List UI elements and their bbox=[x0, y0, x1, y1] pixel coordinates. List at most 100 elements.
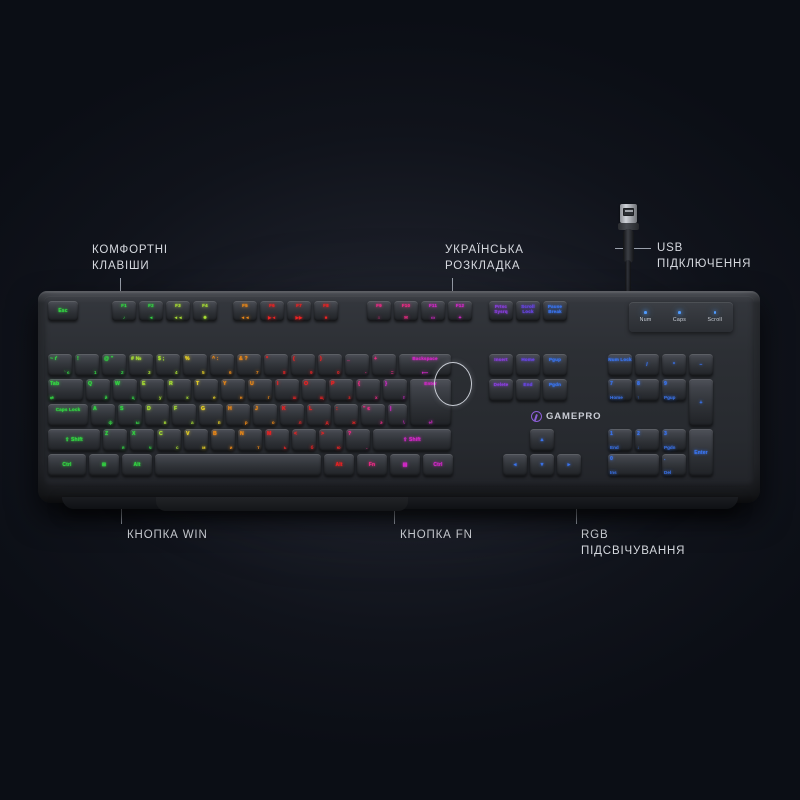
key-8[interactable]: 8↑ bbox=[632, 376, 662, 405]
key-tab[interactable]: Tab⇄ bbox=[45, 376, 86, 405]
key-f8[interactable]: F8■ bbox=[311, 298, 341, 325]
key-[interactable]: + bbox=[686, 376, 716, 430]
key-fn[interactable]: Fn bbox=[354, 451, 390, 480]
key-[interactable]: ► bbox=[554, 451, 584, 480]
key-[interactable]: }ї bbox=[380, 376, 410, 405]
key-f4[interactable]: F4✹ bbox=[190, 298, 220, 325]
key-num-lock[interactable]: Num Lock bbox=[605, 351, 635, 380]
key-[interactable]: :ж bbox=[331, 401, 361, 430]
key-prtsc-sysrq[interactable]: Prtsc Sysrq bbox=[486, 298, 516, 325]
key-caps-lock[interactable]: Caps Lock bbox=[45, 401, 91, 430]
key-alt[interactable]: Alt bbox=[321, 451, 357, 480]
key-pgdn[interactable]: Pgdn bbox=[540, 376, 570, 405]
key-scroll-lock[interactable]: Scroll Lock bbox=[513, 298, 543, 325]
key-[interactable]: !1 bbox=[72, 351, 102, 380]
key--[interactable]: @ "2 bbox=[99, 351, 129, 380]
key-[interactable]: ▲ bbox=[527, 426, 557, 455]
key-home[interactable]: Home bbox=[513, 351, 543, 380]
key-[interactable]: |\ bbox=[385, 401, 410, 430]
key--[interactable]: ^ :6 bbox=[207, 351, 237, 380]
key-insert[interactable]: Insert bbox=[486, 351, 516, 380]
key-f3[interactable]: F3◄◄ bbox=[163, 298, 193, 325]
key-ctrl[interactable]: Ctrl bbox=[420, 451, 456, 480]
key-f12[interactable]: F12✦ bbox=[445, 298, 475, 325]
key--shift[interactable]: ⇧ Shift bbox=[370, 426, 454, 455]
key-delete[interactable]: Delete bbox=[486, 376, 516, 405]
key-[interactable]: ◄ bbox=[500, 451, 530, 480]
key-f11[interactable]: F11▭ bbox=[418, 298, 448, 325]
key-[interactable]: {х bbox=[353, 376, 383, 405]
key-f6[interactable]: F6▶◄ bbox=[257, 298, 287, 325]
key-f10[interactable]: F10✉ bbox=[391, 298, 421, 325]
key-[interactable]: (9 bbox=[288, 351, 318, 380]
key-f2[interactable]: F2◄ bbox=[136, 298, 166, 325]
key-alt[interactable]: Alt bbox=[119, 451, 155, 480]
menu-icon[interactable]: ▤ bbox=[387, 451, 423, 480]
key-[interactable]: >ю bbox=[316, 426, 346, 455]
windows-icon[interactable]: ⊞ bbox=[86, 451, 122, 480]
key-enter[interactable]: Enter bbox=[686, 426, 716, 480]
key--ґ[interactable]: ~ ґ` є bbox=[45, 351, 75, 380]
key-space[interactable] bbox=[152, 451, 324, 480]
key-[interactable]: += bbox=[369, 351, 399, 380]
key-[interactable]: – bbox=[686, 351, 716, 380]
key-[interactable]: ?. bbox=[343, 426, 373, 455]
key-[interactable]: <б bbox=[289, 426, 319, 455]
key-_[interactable]: _- bbox=[342, 351, 372, 380]
key-ctrl[interactable]: Ctrl bbox=[45, 451, 89, 480]
key-[interactable]: .Del bbox=[659, 451, 689, 480]
key-esc[interactable]: Esc bbox=[45, 298, 81, 325]
key-f1[interactable]: F1♪ bbox=[109, 298, 139, 325]
key-pgup[interactable]: Pgup bbox=[540, 351, 570, 380]
key-pause-break[interactable]: Pause Break bbox=[540, 298, 570, 325]
key-[interactable]: / bbox=[632, 351, 662, 380]
key-[interactable]: * bbox=[659, 351, 689, 380]
key-f5[interactable]: F5◄◄ bbox=[230, 298, 260, 325]
key-[interactable]: ▼ bbox=[527, 451, 557, 480]
key-end[interactable]: End bbox=[513, 376, 543, 405]
key--[interactable]: & ?7 bbox=[234, 351, 264, 380]
keycap-surface bbox=[280, 404, 304, 426]
key-[interactable]: %5 bbox=[180, 351, 210, 380]
key--shift[interactable]: ⇧ Shift bbox=[45, 426, 103, 455]
key-2[interactable]: 2↓ bbox=[632, 426, 662, 455]
key--[interactable]: $ ;4 bbox=[153, 351, 183, 380]
key-[interactable]: )0 bbox=[315, 351, 345, 380]
key-f9[interactable]: F9⌂ bbox=[364, 298, 394, 325]
key-[interactable]: *8 bbox=[261, 351, 291, 380]
key-f7[interactable]: F7▶▶ bbox=[284, 298, 314, 325]
